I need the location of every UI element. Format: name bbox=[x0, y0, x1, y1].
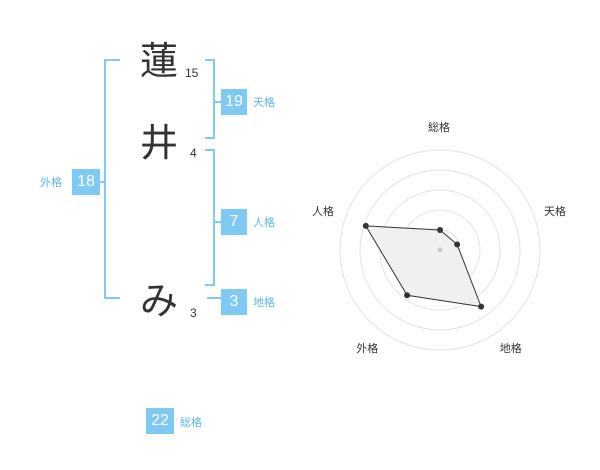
radar-ring-5 bbox=[339, 149, 541, 351]
stroke-count-2: 4 bbox=[190, 146, 197, 160]
jinkaku-bracket bbox=[205, 149, 215, 286]
radar-point-0 bbox=[437, 227, 443, 233]
radar-point-1 bbox=[454, 241, 461, 248]
stroke-count-3: 3 bbox=[190, 306, 197, 320]
name-char-2: 井 bbox=[140, 121, 179, 165]
name-char-1: 蓮 bbox=[140, 39, 179, 83]
tenkaku-bracket bbox=[205, 59, 215, 139]
radar-axis-label-3: 外格 bbox=[356, 341, 379, 355]
soukaku-value: 22 bbox=[146, 408, 174, 434]
radar-point-3 bbox=[404, 292, 411, 299]
tenkaku-label: 天格 bbox=[253, 96, 275, 109]
stroke-count-1: 15 bbox=[185, 66, 199, 80]
radar-center-dot bbox=[437, 247, 443, 253]
radar-axis-label-0: 総格 bbox=[428, 121, 450, 134]
radar-axis-label-4: 人格 bbox=[311, 205, 334, 219]
chikaku-label: 地格 bbox=[253, 296, 275, 309]
radar-area bbox=[364, 225, 482, 308]
jinkaku-value: 7 bbox=[221, 209, 247, 235]
gaikaku-value: 18 bbox=[72, 169, 100, 195]
radar-axis-label-1: 天格 bbox=[544, 205, 567, 219]
soukaku-label: 総格 bbox=[180, 416, 202, 429]
tenkaku-value: 19 bbox=[221, 89, 247, 115]
name-char-3: み bbox=[140, 279, 179, 323]
radar-point-4 bbox=[362, 222, 369, 229]
radar-points bbox=[362, 222, 485, 310]
radar-ring-4 bbox=[359, 169, 521, 331]
outer-bracket bbox=[104, 59, 120, 299]
radar-axis-label-2: 地格 bbox=[499, 341, 522, 355]
jinkaku-label: 人格 bbox=[253, 216, 275, 229]
gaikaku-label: 外格 bbox=[40, 176, 62, 189]
radar-point-2 bbox=[478, 303, 485, 310]
chikaku-value: 3 bbox=[221, 289, 247, 315]
